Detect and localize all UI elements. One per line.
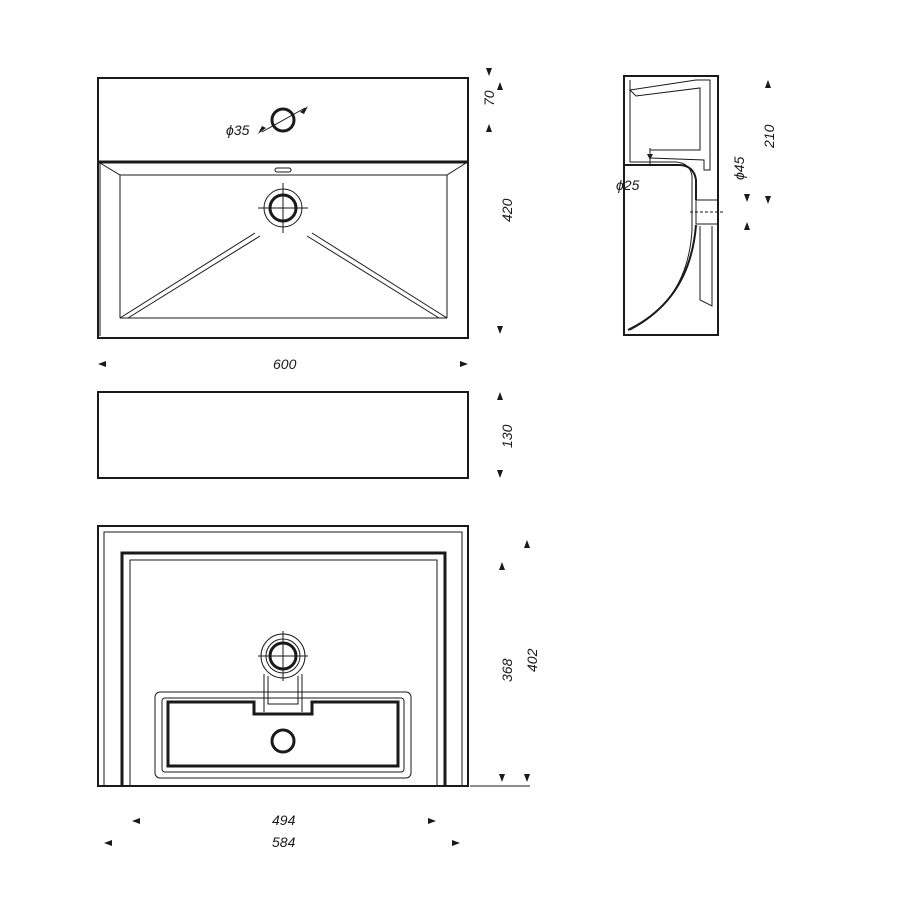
front-view-outline — [97, 391, 469, 479]
dim-70-arrow-top — [486, 68, 492, 76]
bottom-view: 368 402 494 584 — [97, 525, 540, 850]
tray-recess — [166, 700, 400, 768]
dim-600-label: 600 — [273, 356, 297, 372]
dim-368-arrow-top — [499, 562, 505, 570]
dim-368-arrow-bottom — [499, 774, 505, 782]
dim-210-arrow-top — [765, 80, 771, 88]
dim-600-arrow-left — [98, 361, 106, 367]
dim-210-label: 210 — [761, 124, 777, 149]
dim-130-arrow-bottom — [497, 470, 503, 478]
dim-420-arrow-bottom — [497, 326, 503, 334]
tap-hole-leader — [261, 107, 306, 133]
overflow-diameter-label: ϕ25 — [616, 177, 640, 193]
side-section-outer-skin — [699, 226, 713, 307]
overflow-slot — [274, 167, 292, 173]
tap-hole-arrow-left — [258, 126, 266, 134]
bottom-overflow-hole — [270, 728, 296, 754]
bowl-rim — [99, 162, 467, 176]
tap-hole-arrow-right — [300, 106, 308, 114]
dim-70-arrow-mid — [486, 124, 492, 132]
side-section-lower-wall — [627, 224, 697, 331]
dim-402-arrow-top — [524, 540, 530, 548]
tray-inner — [161, 697, 405, 773]
dim-600-arrow-right — [460, 361, 468, 367]
drain-diameter-label: ϕ45 — [731, 156, 747, 180]
bowl-slope-right-2 — [306, 235, 440, 319]
side-section-deck — [623, 76, 697, 335]
top-view-outline — [97, 77, 469, 339]
overflow-arrow — [647, 154, 653, 160]
top-view: ϕ35 70 420 600 — [97, 68, 515, 372]
dim-584-label: 584 — [272, 834, 296, 850]
front-view: 130 — [97, 391, 515, 479]
bowl-slope-left-2 — [127, 235, 261, 319]
dim-368-label: 368 — [499, 658, 515, 682]
drain-dim-arrow-bottom — [744, 222, 750, 230]
tap-hole — [270, 107, 296, 133]
dim-70-label: 70 — [481, 90, 497, 106]
tap-hole-diameter-label: ϕ35 — [226, 122, 250, 138]
dim-584-arrow-right — [452, 840, 460, 846]
drain-neck — [263, 674, 303, 712]
dim-130-label: 130 — [499, 424, 515, 448]
bottom-view-basin-inner — [129, 559, 438, 786]
dim-584-arrow-left — [104, 840, 112, 846]
dim-210-arrow-bottom — [765, 196, 771, 204]
dim-494-arrow-left — [132, 818, 140, 824]
bottom-view-basin-outer — [120, 551, 447, 786]
dim-130-arrow-top — [497, 392, 503, 400]
bowl-slope-right — [311, 232, 448, 319]
dim-494-label: 494 — [272, 812, 296, 828]
drain-dim-arrow-top — [744, 194, 750, 202]
dim-494-arrow-right — [428, 818, 436, 824]
dim-402-arrow-bottom — [524, 774, 530, 782]
bowl-slope-left — [119, 232, 256, 319]
side-section-overflow-channel — [628, 79, 711, 171]
dim-402-label: 402 — [524, 648, 540, 672]
side-section-bowl-wall — [629, 80, 693, 331]
side-section: ϕ25 ϕ45 210 — [616, 75, 777, 336]
bottom-view-outer-inset — [103, 531, 463, 787]
dim-420-label: 420 — [499, 198, 515, 222]
dim-420-arrow-top — [497, 82, 503, 90]
tray-outer — [154, 691, 412, 779]
